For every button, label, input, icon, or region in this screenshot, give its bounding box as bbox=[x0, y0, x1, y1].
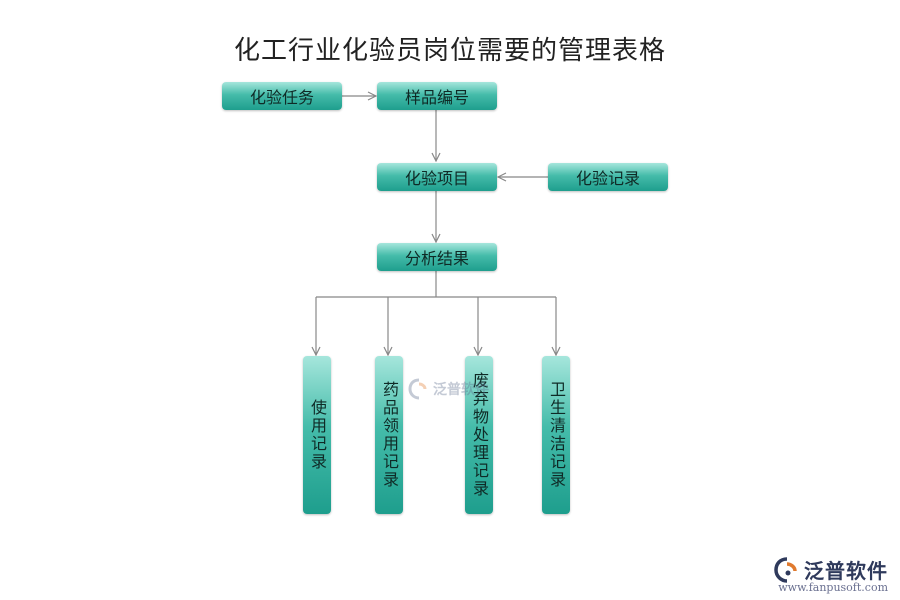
node-analysis: 分析结果 bbox=[377, 243, 497, 271]
node-hygiene: 卫生清洁记录 bbox=[542, 356, 570, 514]
brand-logo-icon bbox=[774, 556, 797, 583]
node-record: 化验记录 bbox=[548, 163, 668, 191]
node-waste: 废弃物处理记录 bbox=[465, 356, 493, 514]
brand-url: www.fanpusoft.com bbox=[778, 581, 888, 594]
node-sample-no: 样品编号 bbox=[377, 82, 497, 110]
watermark-logo-icon bbox=[408, 378, 427, 400]
node-item: 化验项目 bbox=[377, 163, 497, 191]
node-task: 化验任务 bbox=[222, 82, 342, 110]
node-usage: 使用记录 bbox=[303, 356, 331, 514]
brand-logo: 泛普软件 www.fanpusoft.com bbox=[774, 555, 888, 594]
page-title: 化工行业化验员岗位需要的管理表格 bbox=[233, 36, 666, 66]
watermark: 泛普软件 bbox=[408, 378, 489, 400]
node-drug-receive: 药品领用记录 bbox=[375, 356, 403, 514]
watermark-text: 泛普软件 bbox=[433, 382, 489, 398]
brand-name: 泛普软件 bbox=[804, 559, 888, 583]
